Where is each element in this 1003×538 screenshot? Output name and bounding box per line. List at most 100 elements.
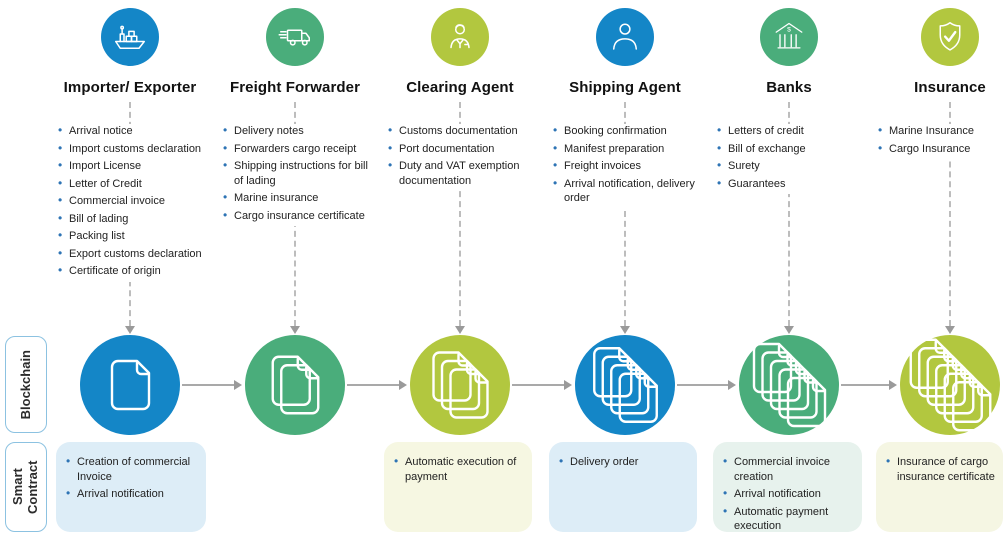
smart-contract-lane-label: Smart Contract [5, 442, 47, 532]
svg-text:$: $ [787, 26, 791, 33]
list-item: Cargo insurance certificate [221, 208, 373, 224]
document-stack-icon [909, 338, 992, 432]
actor-title-shipping-agent: Shipping Agent [569, 79, 681, 96]
actor-circle-clearing-agent [431, 8, 489, 66]
arrow-down-icon [125, 326, 135, 334]
customs-officer-icon [450, 24, 470, 49]
actor-title-insurance: Insurance [914, 79, 986, 96]
delivery-truck-icon [278, 29, 310, 46]
list-item: Packing list [56, 228, 208, 244]
connector-dashed-line [788, 102, 790, 326]
list-item: Commercial invoice [56, 193, 208, 209]
list-item: Letters of credit [715, 123, 867, 139]
arrow-down-icon [620, 326, 630, 334]
blockchain-node-freight-forwarder [245, 335, 345, 435]
list-item: Booking confirmation [551, 123, 703, 139]
list-item: Arrival notification [64, 486, 200, 502]
document-stack-icon [432, 351, 489, 419]
connector-dashed-line [459, 102, 461, 326]
blockchain-lane-label-text: Blockchain [17, 349, 33, 420]
list-item: Manifest preparation [551, 141, 703, 157]
list-item: Marine insurance [221, 190, 373, 206]
list-item: Arrival notification, delivery order [551, 176, 703, 206]
smart-contract-box-importer-exporter: Creation of commercial InvoiceArrival no… [56, 442, 206, 532]
smart-contract-box-clearing-agent: Automatic execution of payment [384, 442, 532, 532]
list-item: Surety [715, 158, 867, 174]
cargo-ship-icon [115, 25, 145, 49]
list-item: Bill of exchange [715, 141, 867, 157]
document-list-insurance: Marine InsuranceCargo Insurance [876, 123, 1003, 160]
shield-check-icon [939, 22, 961, 51]
flow-arrow-right [841, 380, 897, 390]
list-item: Import customs declaration [56, 141, 208, 157]
document-list-clearing-agent: Customs documentationPort documentationD… [386, 123, 538, 192]
smart-contract-box-insurance: Insurance of cargo insurance certificate [876, 442, 1003, 532]
list-item: Delivery notes [221, 123, 373, 139]
connector-dashed-line [949, 102, 951, 326]
blockchain-node-insurance [900, 335, 1000, 435]
connector-dashed-line [624, 102, 626, 326]
flow-arrow-right [182, 380, 242, 390]
document-stack-icon [271, 355, 320, 415]
list-item: Marine Insurance [876, 123, 1003, 139]
arrow-down-icon [784, 326, 794, 334]
document-stack-icon [110, 359, 151, 411]
arrow-down-icon [290, 326, 300, 334]
smart-contract-box-shipping-agent: Delivery order [549, 442, 697, 532]
list-item: Creation of commercial Invoice [64, 454, 200, 484]
actor-title-clearing-agent: Clearing Agent [406, 79, 514, 96]
list-item: Automatic payment execution [721, 504, 856, 534]
actor-circle-insurance [921, 8, 979, 66]
list-item: Cargo Insurance [876, 141, 1003, 157]
actor-title-importer-exporter: Importer/ Exporter [63, 79, 197, 96]
list-item: Letter of Credit [56, 176, 208, 192]
list-item: Guarantees [715, 176, 867, 192]
bank-icon: $ [775, 22, 803, 49]
list-item: Duty and VAT exemption documentation [386, 158, 538, 188]
actor-circle-banks: $ [760, 8, 818, 66]
document-stack-icon [752, 342, 827, 428]
document-stack-icon [593, 347, 658, 423]
flow-arrow-right [512, 380, 572, 390]
flow-arrow-right [677, 380, 736, 390]
person-icon [613, 23, 637, 50]
list-item: Freight invoices [551, 158, 703, 174]
smart-contract-list: Commercial invoice creationArrival notif… [721, 454, 856, 534]
list-item: Delivery order [557, 454, 691, 470]
blockchain-node-banks [739, 335, 839, 435]
actor-circle-freight-forwarder [266, 8, 324, 66]
blockchain-node-clearing-agent [410, 335, 510, 435]
list-item: Import License [56, 158, 208, 174]
smart-contract-list: Automatic execution of payment [392, 454, 526, 484]
document-list-importer-exporter: Arrival noticeImport customs declaration… [56, 123, 208, 282]
document-list-banks: Letters of creditBill of exchangeSuretyG… [715, 123, 867, 195]
document-list-shipping-agent: Booking confirmationManifest preparation… [551, 123, 703, 209]
smart-contract-list: Insurance of cargo insurance certificate [884, 454, 997, 484]
actor-title-freight-forwarder: Freight Forwarder [229, 79, 361, 96]
list-item: Certificate of origin [56, 263, 208, 279]
list-item: Automatic execution of payment [392, 454, 526, 484]
flow-arrow-right [347, 380, 407, 390]
list-item: Insurance of cargo insurance certificate [884, 454, 997, 484]
list-item: Port documentation [386, 141, 538, 157]
blockchain-node-importer-exporter [80, 335, 180, 435]
list-item: Shipping instructions for bill of lading [221, 158, 373, 188]
list-item: Arrival notification [721, 486, 856, 502]
smart-contract-list: Delivery order [557, 454, 691, 470]
actor-circle-shipping-agent [596, 8, 654, 66]
list-item: Bill of lading [56, 211, 208, 227]
smart-contract-list: Creation of commercial InvoiceArrival no… [64, 454, 200, 502]
list-item: Arrival notice [56, 123, 208, 139]
document-list-freight-forwarder: Delivery notesForwarders cargo receiptSh… [221, 123, 373, 227]
actor-circle-importer-exporter [101, 8, 159, 66]
smart-contract-box-banks: Commercial invoice creationArrival notif… [713, 442, 862, 532]
arrow-down-icon [455, 326, 465, 334]
actor-title-banks: Banks [766, 79, 812, 96]
arrow-down-icon [945, 326, 955, 334]
blockchain-lane-label: Blockchain [5, 336, 47, 433]
list-item: Commercial invoice creation [721, 454, 856, 484]
smart-contract-lane-label-text: Smart Contract [10, 460, 40, 514]
list-item: Export customs declaration [56, 246, 208, 262]
blockchain-node-shipping-agent [575, 335, 675, 435]
